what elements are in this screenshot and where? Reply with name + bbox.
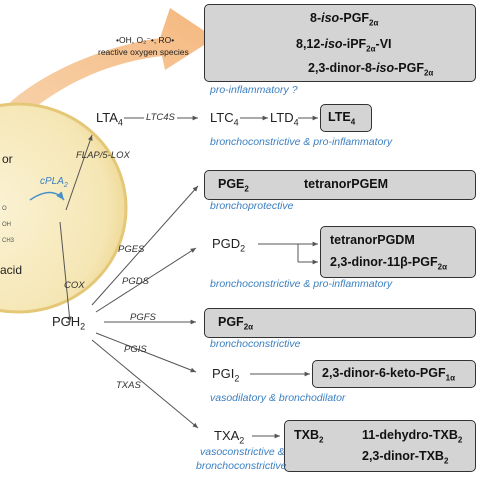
cpla2-arrow xyxy=(29,191,65,201)
cell-fragment-oh: OH xyxy=(2,222,11,228)
pge2-box xyxy=(204,170,476,200)
pgi2-node: PGI2 xyxy=(212,366,240,384)
pgd-metabolite-2: 2,3-dinor-11β-PGF2α xyxy=(330,255,448,272)
txa2-node: TXA2 xyxy=(214,428,245,446)
ltc4-node: LTC4 xyxy=(210,110,239,128)
pgd-metabolites-box xyxy=(320,226,476,278)
txas-label: TXAS xyxy=(116,380,141,391)
pgd2-node: PGD2 xyxy=(212,236,246,254)
ltc4s-label: LTC4S xyxy=(144,112,177,123)
pge-note: bronchoprotective xyxy=(210,200,294,212)
pgd-note: bronchoconstrictive & pro-inflammatory xyxy=(210,278,393,290)
ltd4-node: LTD4 xyxy=(270,110,299,128)
pgi-metabolite-box xyxy=(312,360,476,388)
isoprostane-item-3: 2,3-dinor-8-iso-PGF2α xyxy=(308,61,434,78)
isoprostane-note: pro-inflammatory ? xyxy=(210,84,298,96)
pgi-metabolite: 2,3-dinor-6-keto-PGF1α xyxy=(322,366,455,383)
cell-fragment-o: O xyxy=(2,206,7,212)
pgds-label: PGDS xyxy=(122,276,149,287)
cox-label: COX xyxy=(64,280,85,291)
tx-note-line1: vasoconstrictive & xyxy=(200,446,285,458)
lt-note: bronchoconstrictive & pro-inflammatory xyxy=(210,136,393,148)
pgi-note: vasodilatory & bronchodilator xyxy=(210,392,346,404)
pgfs-label: PGFS xyxy=(130,312,156,323)
pgis-label: PGIS xyxy=(124,344,147,355)
cell-label-bottom: acid xyxy=(0,263,23,277)
tx-note-line2: bronchoconstrictive xyxy=(196,460,287,472)
pgem-node: tetranorPGEM xyxy=(304,177,389,191)
pgf2a-box xyxy=(204,308,476,338)
isoprostane-box xyxy=(204,4,476,82)
isoprostane-item-1: 8-iso-PGF2α xyxy=(310,11,379,28)
pgf2a-node: PGF2α xyxy=(218,315,254,332)
tx-metabolite-2: 2,3-dinor-TXB2 xyxy=(362,449,449,466)
isoprostane-item-2: 8,12-iso-iPF2α-VI xyxy=(296,37,392,54)
ros-species-label: •OH, O₂⁻•, RO• xyxy=(116,35,175,45)
pges-label: PGES xyxy=(118,244,145,255)
lte4-box xyxy=(320,104,372,132)
tx-metabolite-1: 11-dehydro-TXB2 xyxy=(362,428,463,445)
lte4-node: LTE4 xyxy=(328,110,356,127)
flap-5lox-label: FLAP/5-LOX xyxy=(76,150,130,161)
tx-metabolites-box xyxy=(284,420,476,472)
ros-arrow xyxy=(0,8,215,140)
pge2-node: PGE2 xyxy=(218,177,249,194)
txb2-node: TXB2 xyxy=(294,428,324,445)
pgf-note: bronchoconstrictive xyxy=(210,338,301,350)
pgh2-node: PGH2 xyxy=(52,314,86,332)
lta4-node: LTA4 xyxy=(96,110,123,128)
cell-fragment-ch3: CH3 xyxy=(2,238,15,244)
pgdm-node: tetranorPGDM xyxy=(330,233,415,247)
cpla2-label: cPLA2 xyxy=(40,176,68,189)
ros-caption: reactive oxygen species xyxy=(98,47,189,57)
cell-membrane xyxy=(0,102,128,314)
cell-label-top: or xyxy=(2,152,13,166)
